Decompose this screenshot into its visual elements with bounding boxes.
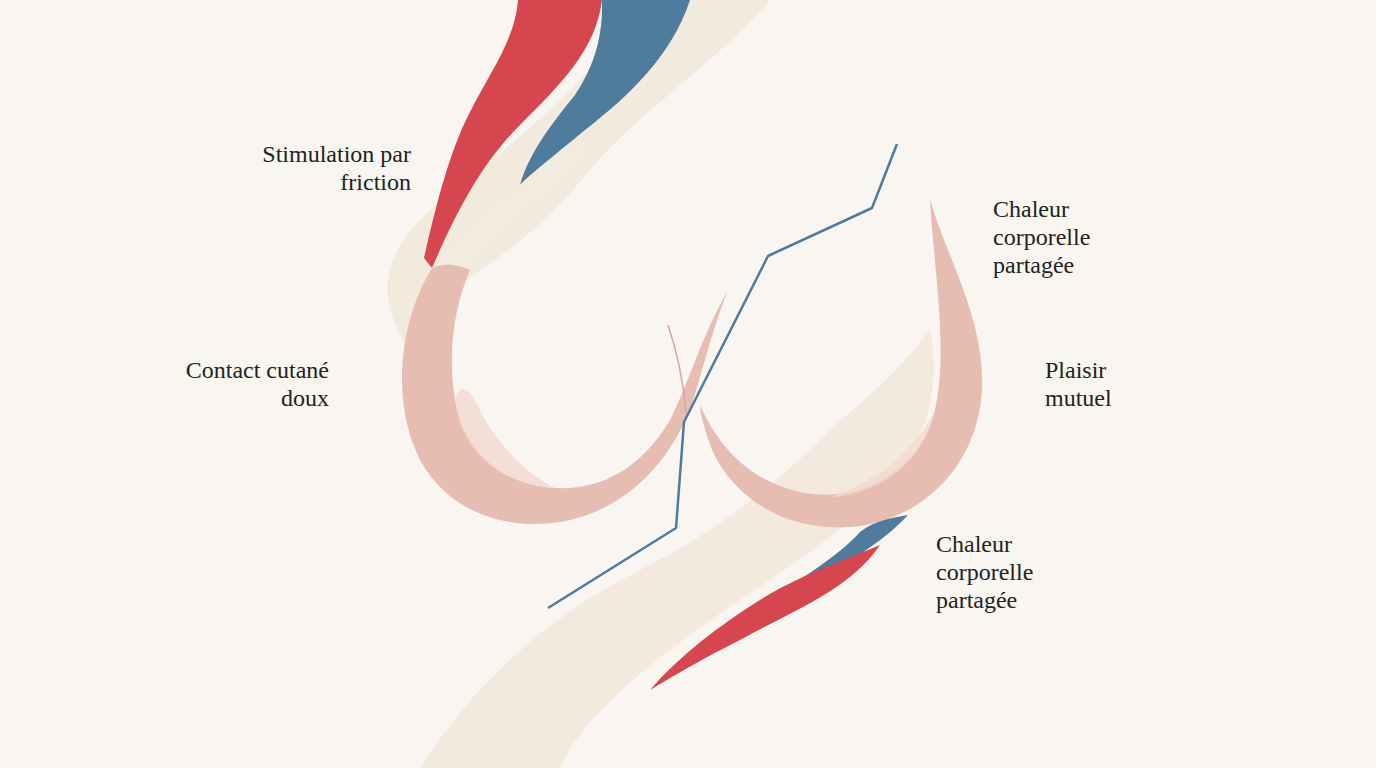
blue-line <box>548 144 897 608</box>
annotation-label: Chaleur corporelle partagée <box>993 195 1133 279</box>
annotation-label: Stimulation par friction <box>261 140 411 196</box>
left-fine-line <box>668 325 686 412</box>
left-curve-inner <box>455 389 555 488</box>
annotation-label: Plaisir mutuel <box>1045 356 1140 412</box>
blue-ribbon <box>520 0 690 185</box>
right-curve <box>700 200 982 527</box>
cream-ribbon <box>420 330 934 768</box>
annotation-label: Chaleur corporelle partagée <box>936 530 1076 614</box>
annotation-label: Contact cutané doux <box>179 356 329 412</box>
right-curve-inner <box>830 410 935 497</box>
red-ribbon <box>650 545 880 690</box>
